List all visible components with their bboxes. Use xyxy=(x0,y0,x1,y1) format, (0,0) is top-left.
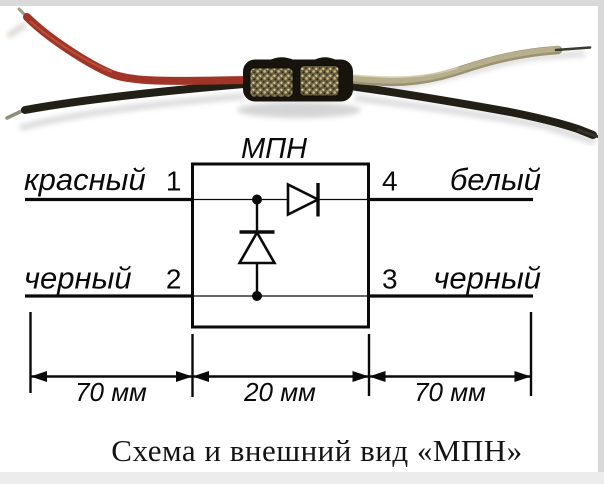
external-wires xyxy=(25,197,533,298)
dimension-label-right: 70 мм xyxy=(414,377,486,407)
internal-circuit xyxy=(192,182,369,301)
wire-label-white: белый xyxy=(450,162,541,197)
diode-horizontal xyxy=(286,182,321,217)
frame-bottom-edge xyxy=(0,472,604,484)
schematic-title: МПН xyxy=(241,133,307,165)
pin-2-number: 2 xyxy=(166,264,182,295)
junction-dot-bottom xyxy=(252,291,262,301)
white-wire-tip xyxy=(554,46,592,52)
circuit-schematic: МПН 1 xyxy=(24,133,541,407)
pin-1-number: 1 xyxy=(166,166,182,197)
wire-label-black-left: черный xyxy=(24,261,132,296)
white-wire xyxy=(345,45,592,87)
dimension-arrowheads xyxy=(30,371,531,382)
sleeve-window-right xyxy=(299,65,340,97)
pin-4-number: 4 xyxy=(382,166,398,197)
sleeve-body xyxy=(243,57,353,102)
component-box xyxy=(191,162,370,329)
red-wire xyxy=(17,7,250,85)
dimension-label-left: 70 мм xyxy=(75,377,147,407)
frame-top-edge xyxy=(0,0,604,6)
junction-dot-top xyxy=(252,194,262,205)
pin-3-number: 3 xyxy=(382,264,398,295)
figure-caption: Схема и внешний вид «МПН» xyxy=(111,433,523,468)
wire-label-red: красный xyxy=(24,162,146,197)
dimension-label-middle: 20 мм xyxy=(243,377,316,407)
diode-vertical xyxy=(237,229,277,265)
black-wire-left xyxy=(5,80,248,120)
dimension-lines: 70 мм 20 мм 70 мм xyxy=(29,312,533,407)
frame-right-edge xyxy=(598,0,604,484)
wire-label-black-right: черный xyxy=(433,261,541,296)
device-photo xyxy=(5,7,604,145)
sleeve-window-left xyxy=(249,67,294,98)
photo-shadows xyxy=(6,21,596,145)
